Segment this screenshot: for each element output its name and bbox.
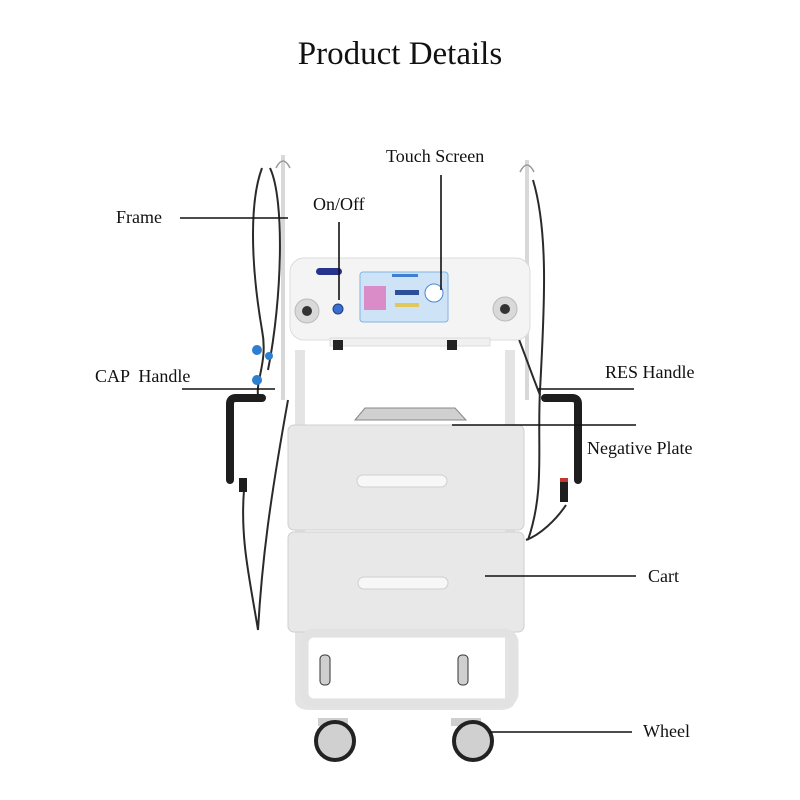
- label-cap-handle: CAP Handle: [95, 366, 191, 386]
- label-negative-plate: Negative Plate: [587, 438, 693, 458]
- leader-lines: [180, 175, 636, 733]
- wheels: [314, 718, 494, 762]
- cap-handle: [226, 345, 273, 492]
- drawers: [287, 424, 525, 633]
- label-cart: Cart: [648, 566, 679, 586]
- control-unit: [289, 257, 531, 350]
- label-wheel: Wheel: [643, 721, 690, 741]
- page-title: Product Details: [297, 36, 503, 72]
- label-touch-screen: Touch Screen: [386, 146, 485, 166]
- res-handle: [541, 394, 582, 502]
- label-frame: Frame: [116, 207, 162, 227]
- label-res-handle: RES Handle: [605, 362, 695, 382]
- negative-plate: [353, 407, 468, 421]
- label-on-off: On/Off: [313, 194, 365, 214]
- lower-frame: [299, 628, 519, 708]
